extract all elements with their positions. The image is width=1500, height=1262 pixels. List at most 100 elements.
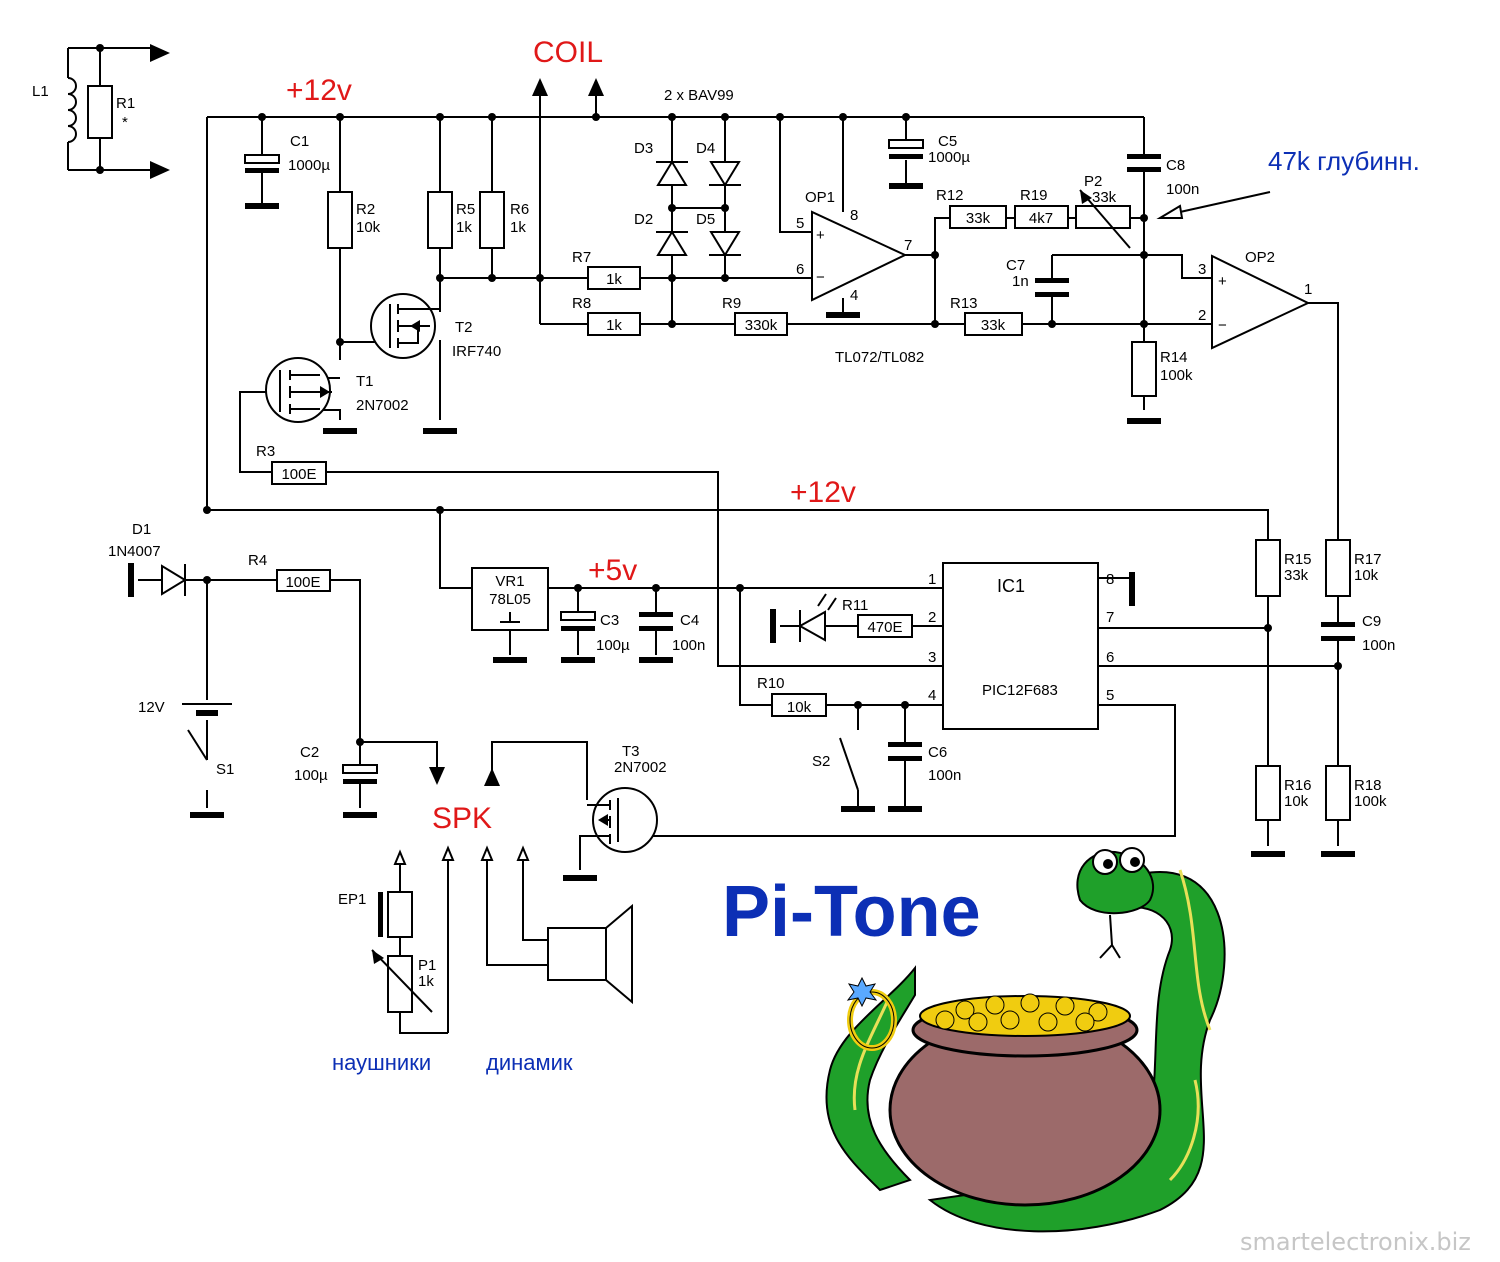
ground-icon (826, 312, 860, 318)
arrow-icon (588, 78, 604, 96)
resistor-r5 (427, 191, 453, 249)
ref-op2: OP2 (1245, 249, 1275, 266)
ref-ep1: EP1 (338, 891, 366, 908)
resistor-r4 (276, 569, 331, 592)
ref-t1: T1 (356, 373, 374, 390)
ref-r3: R3 (256, 443, 275, 460)
ref-t2: T2 (455, 319, 473, 336)
ref-d2: D2 (634, 211, 653, 228)
capacitor-c5 (888, 139, 924, 149)
value-r6: 1k (510, 219, 526, 236)
ref-r12: R12 (936, 187, 964, 204)
ref-r4: R4 (248, 552, 267, 569)
ref-r15: R15 (1284, 551, 1312, 568)
labels: COIL +12v +12v +5v SPK 2 x BAV99 47k глу… (32, 36, 1471, 1256)
ground-icon (639, 657, 673, 663)
pin-number: 4 (850, 287, 858, 304)
pin-number: 7 (904, 237, 912, 254)
value-t3: 2N7002 (614, 759, 667, 776)
ref-r9: R9 (722, 295, 741, 312)
ground-icon (323, 428, 357, 434)
arrow-icon (516, 845, 530, 861)
opamp-op2 (1211, 254, 1311, 350)
ref-vr1: VR1 (495, 573, 524, 590)
ref-c4: C4 (680, 612, 699, 629)
value-c1: 1000µ (288, 157, 330, 174)
resistor-r1 (87, 85, 113, 139)
pin-number: 2 (928, 609, 936, 626)
pin-sign: + (816, 227, 825, 244)
ground-icon (493, 657, 527, 663)
pin-number: 4 (928, 687, 936, 704)
capacitor-c8 (1127, 154, 1161, 159)
resistors (87, 85, 1351, 1013)
resistor-r11 (857, 614, 913, 638)
value-vr1: 78L05 (489, 591, 531, 608)
snake-pot-illustration (825, 847, 1226, 1233)
ic-pic12f683 (942, 562, 1099, 730)
value-r17: 10k (1354, 567, 1379, 584)
arrow-icon (150, 161, 170, 179)
value-r13: 33k (981, 317, 1006, 334)
pin-sign: − (1218, 317, 1227, 334)
resistor-r14 (1131, 341, 1157, 397)
ground-icon (245, 203, 279, 209)
ref-c8: C8 (1166, 157, 1185, 174)
value-c3: 100µ (596, 637, 630, 654)
resistor-r6 (479, 191, 505, 249)
capacitor-c4 (639, 612, 673, 617)
ref-s2: S2 (812, 753, 830, 770)
ground-icon (128, 563, 134, 597)
ground-icon (1129, 572, 1135, 606)
spk-label: SPK (432, 802, 492, 835)
pin-number: 5 (1106, 687, 1114, 704)
led-icon (797, 610, 826, 642)
ref-p2: P2 (1084, 173, 1102, 190)
capacitors (244, 139, 1355, 784)
value-r12: 33k (966, 210, 991, 227)
ref-c3: C3 (600, 612, 619, 629)
ref-r5: R5 (456, 201, 475, 218)
diode-d4 (709, 161, 741, 187)
capacitor-c6 (888, 742, 922, 747)
arrow-icon (441, 845, 455, 861)
ref-r17: R17 (1354, 551, 1382, 568)
resistor-r3 (271, 461, 327, 485)
value-r4: 100E (285, 574, 320, 591)
depth-note: 47k глубинн. (1268, 146, 1420, 176)
ref-c9: C9 (1362, 613, 1381, 630)
title: Pi-Tone (722, 872, 981, 952)
value-t2: IRF740 (452, 343, 501, 360)
switch-s1 (187, 729, 208, 761)
value-p2: 33k (1092, 189, 1117, 206)
value-c9: 100n (1362, 637, 1395, 654)
arrows (150, 44, 1271, 865)
resistor-r16 (1255, 765, 1281, 821)
ref-r18: R18 (1354, 777, 1382, 794)
pin-number: 8 (850, 207, 858, 224)
junctions (96, 44, 1342, 746)
value-r1: * (122, 114, 128, 131)
watermark: smartelectronix.biz (1240, 1228, 1471, 1256)
ref-c6: C6 (928, 744, 947, 761)
diode-d3 (656, 160, 688, 186)
bav99-label: 2 x BAV99 (664, 87, 734, 104)
ref-d4: D4 (696, 140, 715, 157)
opamp-type-label: TL072/TL082 (835, 349, 924, 366)
pin-number: 6 (796, 261, 804, 278)
value-r14: 100k (1160, 367, 1193, 384)
pin-number: 7 (1106, 609, 1114, 626)
capacitor-c1 (244, 154, 280, 164)
diode-d1 (161, 564, 187, 596)
value-c4: 100n (672, 637, 705, 654)
value-t1: 2N7002 (356, 397, 409, 414)
ref-r8: R8 (572, 295, 591, 312)
capacitor-c9 (1321, 622, 1355, 627)
value-c5: 1000µ (928, 149, 970, 166)
ground-icon (561, 657, 595, 663)
ground-icon (190, 812, 224, 818)
ground-icon (1321, 851, 1355, 857)
capacitor-c7 (1035, 278, 1069, 283)
arrow-icon (393, 849, 407, 865)
